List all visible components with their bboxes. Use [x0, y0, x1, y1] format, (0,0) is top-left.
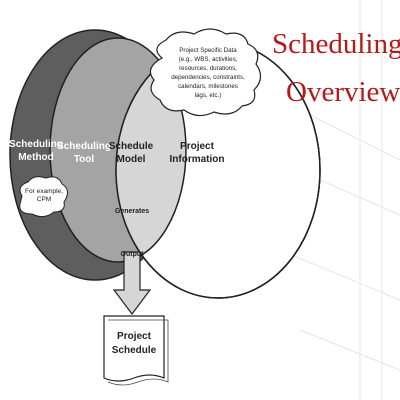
slide-title-line2: Overview: [286, 76, 400, 108]
output-arrow: [112, 251, 152, 315]
output-label: Output: [120, 251, 144, 258]
project-schedule-document: [103, 315, 165, 382]
project-schedule-label: Project Schedule: [111, 331, 157, 356]
project-data-text: Project Specific Data (e.g., WBS, activi…: [171, 47, 245, 99]
project-data-cloud: [149, 28, 262, 117]
schedule-model-label: Schedule Model: [108, 141, 154, 165]
scheduling-tool-label: Scheduling Tool: [57, 141, 111, 165]
slide-title-line1: Scheduling: [272, 28, 400, 60]
method-example-cloud: [19, 176, 68, 218]
scheduling-method-label: Scheduling Method: [9, 139, 63, 163]
project-information-label: Project Information: [169, 141, 225, 165]
generates-label: Generates: [114, 208, 150, 215]
method-example-text: For example, CPM: [25, 188, 63, 203]
